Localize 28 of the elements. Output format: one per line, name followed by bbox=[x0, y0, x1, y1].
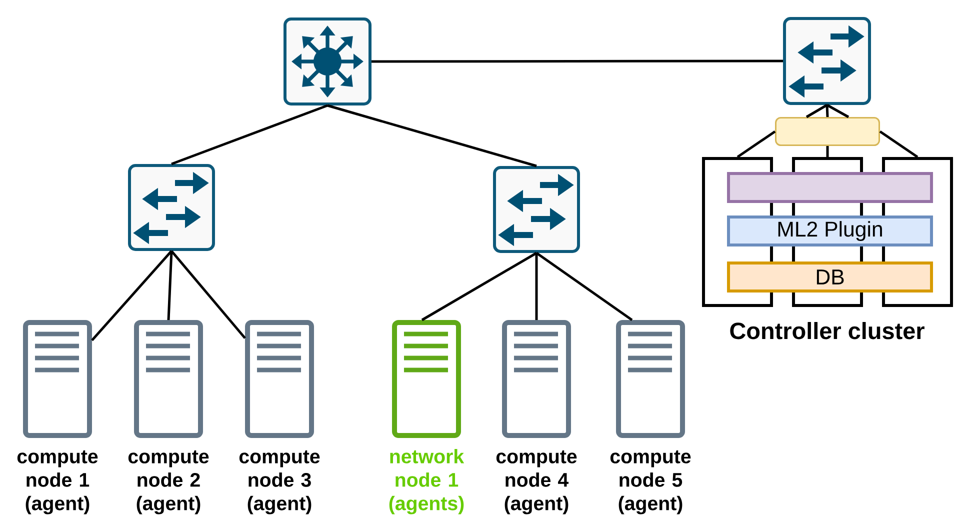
connector-line bbox=[170, 250, 246, 339]
layer-bar: ML2 Plugin bbox=[727, 216, 933, 246]
switch-icon bbox=[128, 164, 215, 251]
connector-line bbox=[91, 250, 172, 342]
connector-line bbox=[167, 250, 173, 320]
layer-bar bbox=[727, 172, 933, 203]
connector-line bbox=[171, 104, 328, 166]
connector-line bbox=[535, 253, 538, 320]
server-label: compute node 2 (agent) bbox=[128, 450, 209, 514]
connector-line bbox=[327, 104, 537, 168]
switch-icon bbox=[783, 17, 871, 105]
server-label: compute node 1 (agent) bbox=[17, 450, 98, 514]
server-label: compute node 3 (agent) bbox=[239, 450, 320, 514]
connector-line bbox=[805, 104, 850, 118]
connector-line bbox=[536, 252, 633, 322]
cluster-label: Controller cluster bbox=[730, 322, 924, 340]
connector-line bbox=[421, 252, 538, 322]
layer-bar: DB bbox=[727, 262, 933, 292]
rounded-box bbox=[775, 117, 880, 146]
server-label: compute node 5 (agent) bbox=[610, 450, 691, 514]
connector-line bbox=[372, 60, 784, 63]
server-label: compute node 4 (agent) bbox=[496, 450, 577, 514]
core-switch-icon bbox=[284, 18, 372, 106]
connector-line bbox=[879, 130, 918, 158]
connector-line bbox=[826, 146, 829, 157]
connector-line bbox=[736, 130, 776, 158]
switch-icon bbox=[493, 166, 580, 253]
server-label: network node 1 (agents) bbox=[389, 449, 464, 514]
